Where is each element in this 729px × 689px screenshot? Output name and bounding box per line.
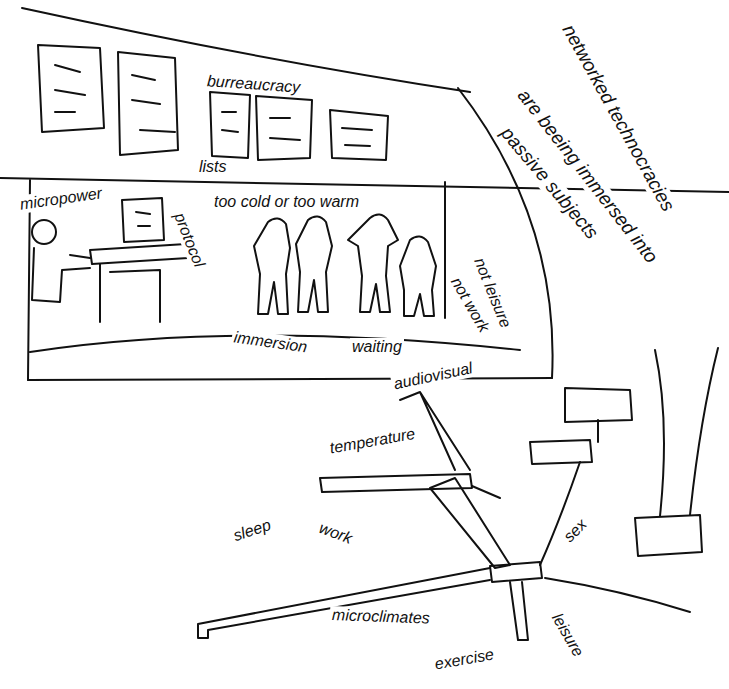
- sketch-label: micropower: [17, 184, 105, 213]
- sketch-label: microclimates: [330, 606, 432, 627]
- sketch-label: work: [315, 519, 357, 548]
- sketch-label: lists: [197, 158, 229, 176]
- documents: [38, 45, 388, 160]
- sketch-label: temperature: [326, 424, 418, 457]
- sketch-label: sleep: [229, 515, 275, 545]
- multi-armed-chair: [198, 348, 718, 640]
- sketch-label: leisure: [547, 608, 588, 661]
- sketch-label: audiovisual: [390, 359, 476, 394]
- sketch-label: immersion: [231, 328, 310, 356]
- sketch-label: too cold or too warm: [212, 193, 361, 211]
- bottom-boundary: [28, 378, 552, 380]
- vertical-divider: [444, 182, 446, 318]
- sketch-label: exercise: [431, 645, 497, 673]
- sketch-label: networked technocracies: [557, 19, 679, 216]
- desk-scene: [32, 198, 188, 322]
- horizontal-divider: [0, 178, 729, 192]
- waiting-figures: [254, 214, 436, 316]
- sketch-label: protocol: [170, 209, 209, 272]
- sketch-label: burreaucracy: [204, 72, 302, 96]
- sketch-label: waiting: [350, 338, 404, 356]
- sketch-label: sex: [559, 514, 592, 547]
